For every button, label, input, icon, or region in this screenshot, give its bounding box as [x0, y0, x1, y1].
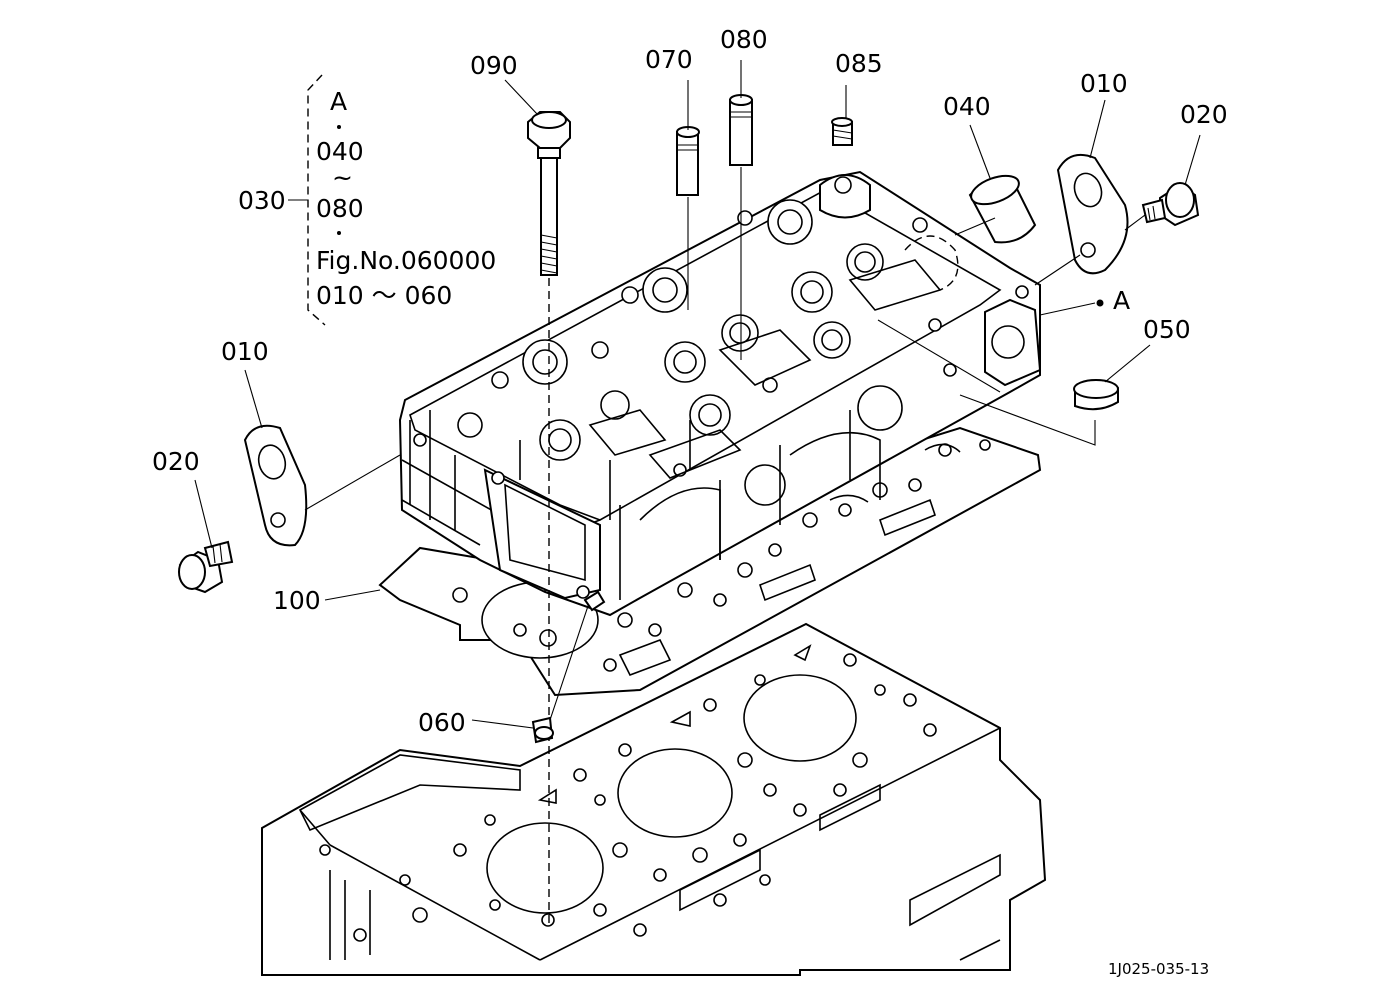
kit-030-bracket	[288, 74, 326, 326]
part-labels: 090 070 080 085 040 010 020 A 050 010 02…	[152, 25, 1228, 978]
plug-020-left	[178, 540, 234, 594]
head-bolt-090	[527, 111, 571, 925]
head-gasket	[378, 426, 1042, 697]
plug-060	[531, 590, 606, 744]
label-040: 040	[943, 92, 991, 121]
label-030: 030	[238, 186, 286, 215]
valve-guide-080	[729, 94, 753, 360]
label-020-left: 020	[152, 447, 200, 476]
label-A-reference: A	[1113, 286, 1130, 315]
valve-guide-070	[676, 126, 700, 310]
kit-line-fig-no: Fig.No.060000	[316, 246, 496, 275]
label-050: 050	[1143, 315, 1191, 344]
kit-line-040: 040	[316, 137, 364, 166]
cylinder-block	[261, 622, 1047, 976]
kit-line-080: 080	[316, 194, 364, 223]
kit-line-range: 010 ～ 060	[316, 281, 452, 310]
label-070: 070	[645, 45, 693, 74]
label-090: 090	[470, 51, 518, 80]
plate-010-right	[1034, 154, 1129, 286]
plug-085	[831, 117, 853, 146]
plate-010-left	[243, 424, 401, 547]
figure-code: 1J025-035-13	[1108, 960, 1209, 978]
plug-020-right	[1124, 182, 1200, 231]
label-100: 100	[273, 586, 321, 615]
cap-050	[1073, 379, 1119, 411]
leader-lines	[194, 60, 1201, 729]
label-085: 085	[835, 49, 883, 78]
label-080-top: 080	[720, 25, 768, 54]
kit-line-a: A	[330, 87, 347, 116]
label-010-left: 010	[221, 337, 269, 366]
label-010-right: 010	[1080, 69, 1128, 98]
cylinder-head	[398, 170, 1042, 617]
label-060: 060	[418, 708, 466, 737]
label-020-right: 020	[1180, 100, 1228, 129]
kit-line-tilde: ~	[332, 163, 353, 192]
cap-040	[954, 174, 1037, 244]
